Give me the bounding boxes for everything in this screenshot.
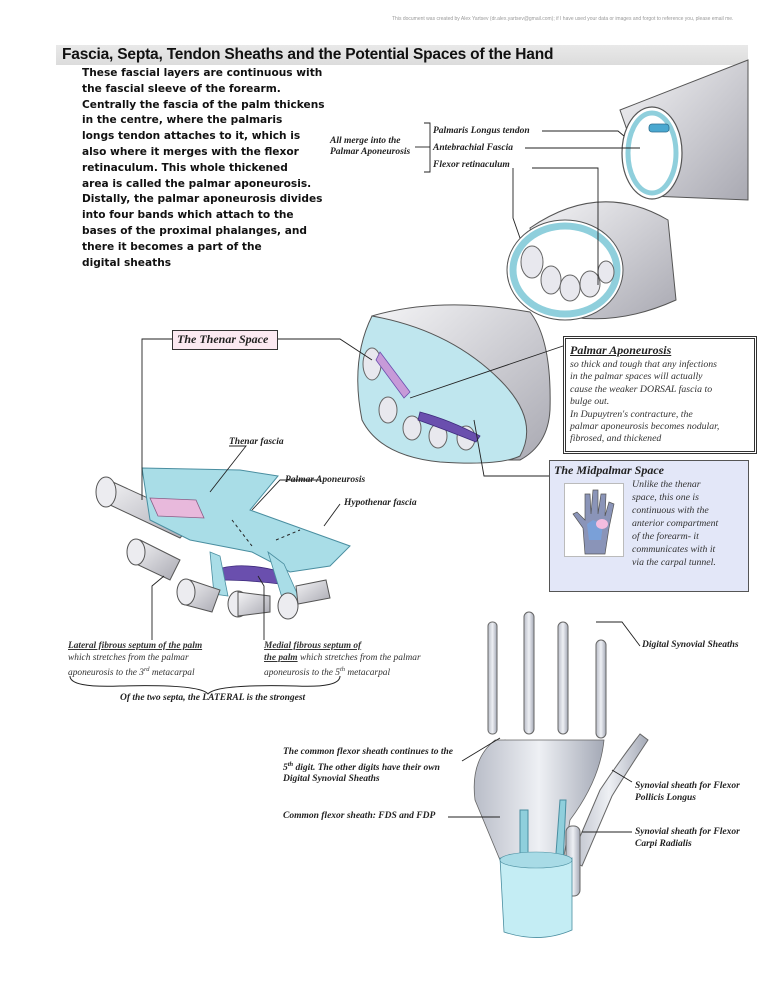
intro-line: digital sheaths xyxy=(82,256,172,269)
thenar-space-box: The Thenar Space xyxy=(172,330,278,350)
forearm-tube-figure xyxy=(619,59,749,201)
midpalmar-space-heading: The Midpalmar Space xyxy=(554,463,664,477)
palmar-fascia-figure xyxy=(95,467,351,620)
palmaris-longus-label: Palmaris Longus tendon xyxy=(433,126,530,136)
credit-text: This document was created by Alex Yartse… xyxy=(392,16,734,22)
merge-label: All merge into the Palmar Aponeurosis xyxy=(330,136,411,157)
midpalmar-space-box: The Midpalmar Space Unlike the thenar sp… xyxy=(549,460,749,592)
fcr-sheath-label: Synovial sheath for Flexor Carpi Radiali… xyxy=(635,827,740,849)
medial-septum-label: Medial fibrous septum of the palm which … xyxy=(264,641,421,679)
palmar-aponeurosis-heading: Palmar Aponeurosis xyxy=(570,343,672,357)
intro-line: Distally, the palmar aponeurosis divides xyxy=(82,193,323,206)
intro-line: also where it merges with the flexor xyxy=(82,145,299,158)
antebrachial-fascia-label: Antebrachial Fascia xyxy=(433,143,513,153)
common-sheath-continuation-label: The common flexor sheath continues to th… xyxy=(283,747,453,785)
thenar-fascia-label: Thenar fascia xyxy=(229,437,284,447)
lateral-septum-label: Lateral fibrous septum of the palm which… xyxy=(68,641,203,679)
palm-cross-section-figure xyxy=(357,304,551,464)
intro-line: there it becomes a part of the xyxy=(82,240,262,253)
intro-line: Centrally the fascia of the palm thicken… xyxy=(82,98,325,111)
leader-lines xyxy=(141,122,641,833)
synovial-sheaths-figure xyxy=(473,611,649,938)
fpl-sheath-label: Synovial sheath for Flexor Pollicis Long… xyxy=(635,781,740,803)
intro-line: area is called the palmar aponeurosis. xyxy=(82,177,312,190)
intro-line: into four bands which attach to the xyxy=(82,209,294,222)
thenar-space-heading: The Thenar Space xyxy=(177,332,269,346)
palmar-aponeurosis-label: Palmar Aponeurosis xyxy=(285,475,366,485)
hand-silhouette-icon xyxy=(572,489,615,555)
intro-line: longs tendon attaches to it, which is xyxy=(82,130,301,143)
common-flexor-sheath-label: Common flexor sheath: FDS and FDP xyxy=(283,811,436,821)
page-title: Fascia, Septa, Tendon Sheaths and the Po… xyxy=(62,46,554,63)
title-bar xyxy=(56,45,748,65)
septa-brace xyxy=(69,675,341,695)
intro-line: in the centre, where the palmaris xyxy=(82,114,283,127)
midpalmar-space-body: Unlike the thenar space, this one is con… xyxy=(632,479,719,568)
palmar-aponeurosis-box: Palmar Aponeurosis so thick and tough th… xyxy=(563,336,757,454)
hypothenar-fascia-label: Hypothenar fascia xyxy=(344,498,417,508)
flexor-retinaculum-label: Flexor retinaculum xyxy=(433,160,510,170)
septa-note: Of the two septa, the LATERAL is the str… xyxy=(120,693,306,703)
intro-line: bases of the proximal phalanges, and xyxy=(82,224,307,237)
intro-line: retinaculum. This whole thickened xyxy=(82,161,288,174)
palmar-aponeurosis-body: so thick and tough that any infections i… xyxy=(570,359,720,445)
digital-synovial-sheaths-label: Digital Synovial Sheaths xyxy=(642,640,739,650)
intro-line: These fascial layers are continuous with xyxy=(82,67,323,79)
intro-line: the fascial sleeve of the forearm. xyxy=(82,82,281,95)
carpal-tunnel-figure xyxy=(506,201,677,321)
intro-paragraph: These fascial layers are continuous with… xyxy=(82,66,325,271)
hand-thumbnail-image xyxy=(564,483,624,557)
